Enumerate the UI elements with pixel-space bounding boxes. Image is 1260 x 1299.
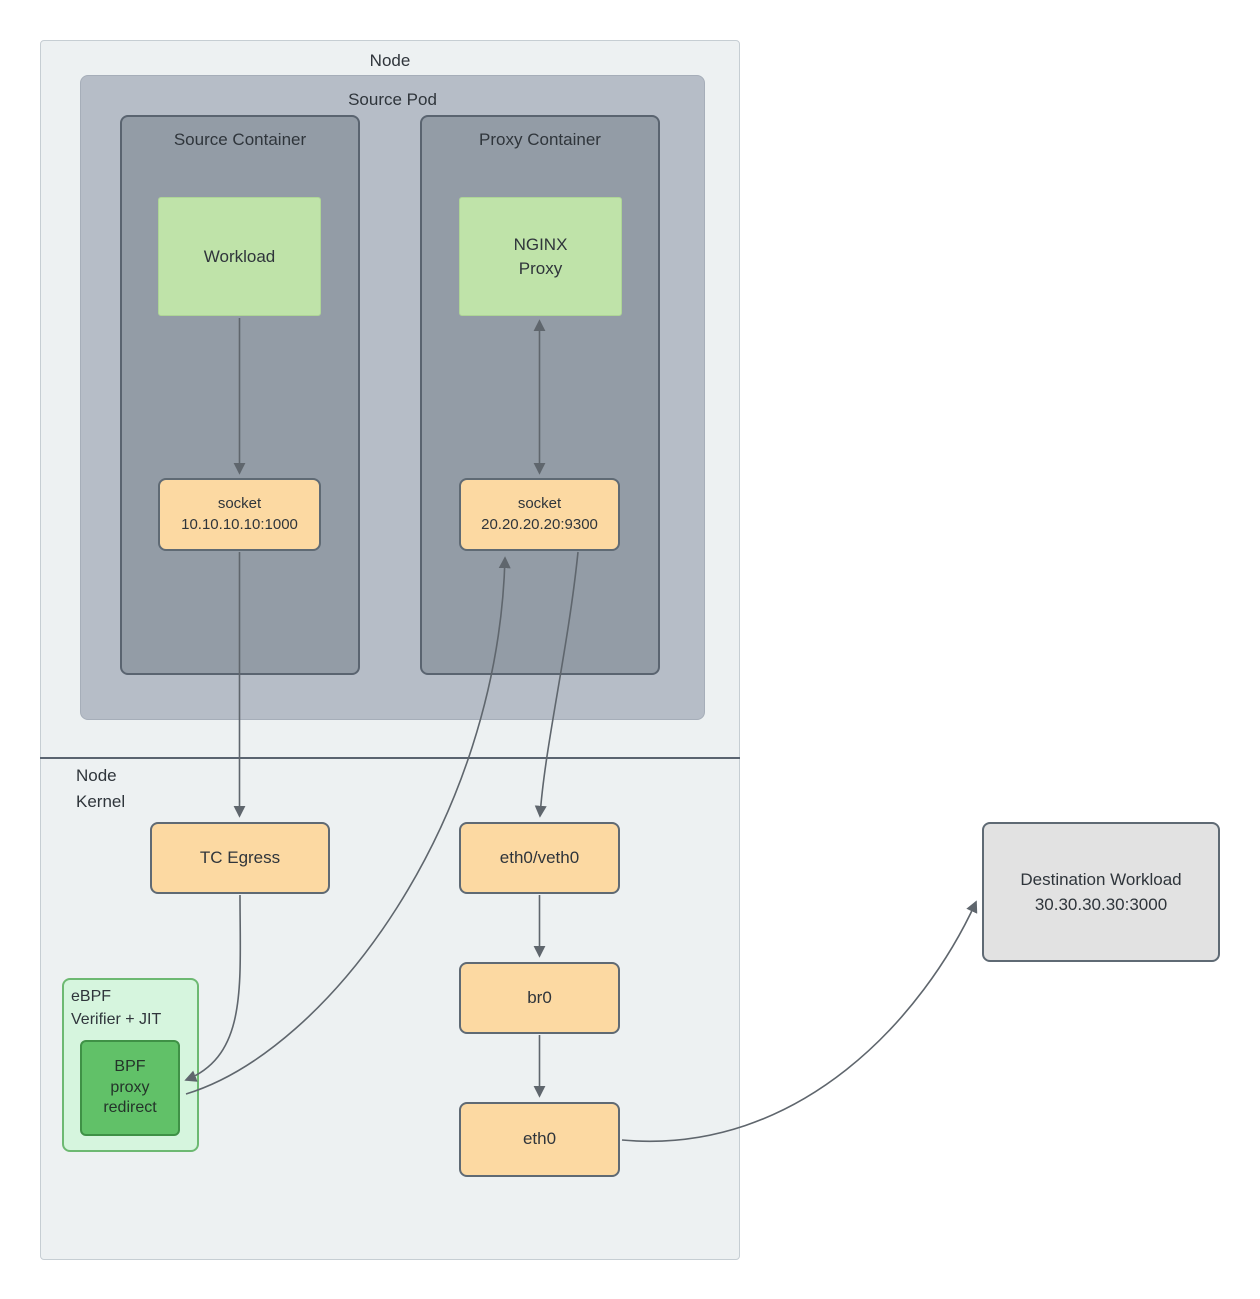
nginx-proxy-box: NGINX Proxy [459, 197, 622, 316]
tc-egress-label: TC Egress [199, 847, 281, 867]
proxy-socket-label: socket 20.20.20.20:9300 [481, 495, 598, 533]
workload-label: Workload [203, 246, 276, 266]
workload-box: Workload [158, 197, 321, 316]
eth0-veth0-label: eth0/veth0 [499, 847, 580, 867]
source-socket-label: socket 10.10.10.10:1000 [181, 495, 298, 533]
node-label: Node [369, 51, 411, 70]
proxy-socket-box: socket 20.20.20.20:9300 [459, 478, 620, 551]
destination-workload-box: Destination Workload 30.30.30.30:3000 [982, 822, 1220, 962]
br0-label: br0 [527, 987, 552, 1007]
bpf-proxy-redirect-box: BPF proxy redirect [80, 1040, 180, 1136]
eth0-box: eth0 [459, 1102, 620, 1177]
source-socket-box: socket 10.10.10.10:1000 [158, 478, 321, 551]
bpf-proxy-redirect-label: BPF proxy redirect [103, 1057, 157, 1117]
source-pod-label: Source Pod [348, 90, 437, 109]
nginx-proxy-label: NGINX Proxy [513, 234, 568, 278]
node-kernel-label: Node Kernel [76, 766, 126, 811]
kernel-divider [40, 757, 740, 759]
ebpf-verifier-label: eBPF Verifier + JIT [71, 988, 162, 1029]
proxy-container-label: Proxy Container [479, 130, 601, 149]
br0-box: br0 [459, 962, 620, 1034]
tc-egress-box: TC Egress [150, 822, 330, 894]
eth0-label: eth0 [522, 1129, 557, 1149]
source-container-label: Source Container [173, 130, 307, 149]
destination-workload-label: Destination Workload 30.30.30.30:3000 [1020, 869, 1182, 915]
eth0-veth0-box: eth0/veth0 [459, 822, 620, 894]
